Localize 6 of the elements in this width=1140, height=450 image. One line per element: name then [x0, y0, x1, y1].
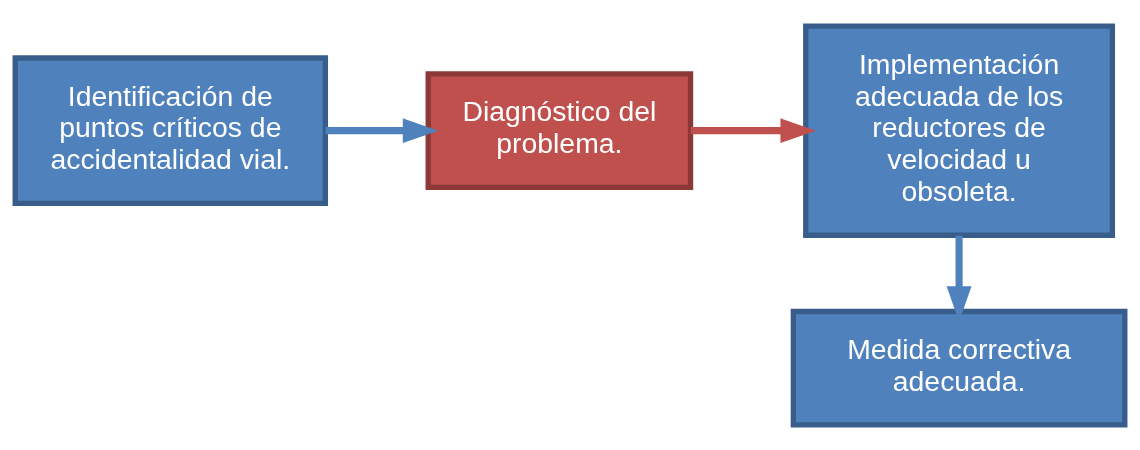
node-box: Diagnóstico del problema. [425, 70, 694, 190]
node-box: Medida correctiva adecuada. [790, 308, 1128, 428]
arrow [690, 117, 816, 143]
node-box: Implementación adecuada de los reductores de velocidad u obsoleta. [803, 22, 1116, 238]
arrow [325, 117, 439, 143]
node-box: Identificación de puntos críticos de accidentalidad vial. [12, 54, 329, 206]
